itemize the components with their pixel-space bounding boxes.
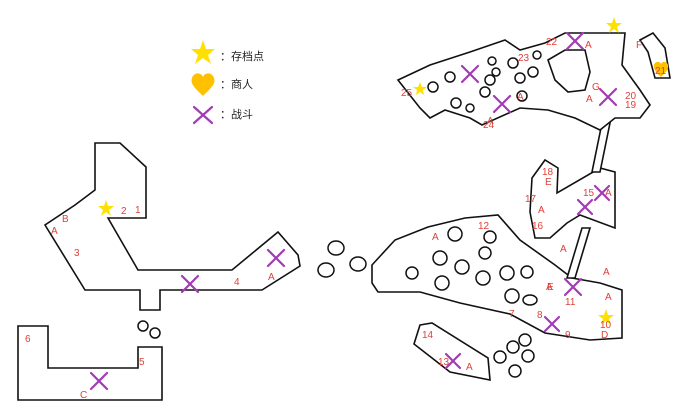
cross-icon[interactable] [576,198,594,216]
map-label: 5 [139,357,145,368]
map-label: 3 [74,248,80,259]
map-label: 11 [565,297,576,308]
door-label-a: A [268,272,275,283]
left-area-room [43,142,301,311]
map-label: 23 [518,53,530,64]
legend: ：存档点 ：商人 ：战斗 [191,40,264,125]
door-label-a: A [432,232,439,243]
cross-icon[interactable] [89,371,109,391]
cross-icon[interactable] [598,87,618,107]
door-label-a: A [605,188,612,199]
map-label: 20 [625,91,637,102]
cross-icon[interactable] [593,184,611,202]
heart-icon[interactable] [653,61,669,77]
legend-savepoint-label: ：存档点 [220,49,264,63]
savepoints [98,17,622,325]
cross-icon[interactable] [180,274,200,294]
door-label-a: A [487,116,494,127]
cross-icon[interactable] [565,31,585,51]
star-icon[interactable] [98,200,114,216]
room-14-strip [413,322,491,381]
door-label-a: A [585,40,592,51]
door-label-c: C [80,390,87,401]
map-label: 14 [422,330,434,341]
map-label: 16 [532,221,544,232]
legend-heart-icon [191,73,215,96]
door-label-a: A [603,267,610,278]
map-label: 18 [542,167,554,178]
door-label-a: A [605,292,612,303]
cross-icon[interactable] [266,248,286,268]
battle-marks [89,31,618,391]
cross-icon[interactable] [460,64,480,84]
map-label: 8 [537,310,543,321]
map-label: 15 [583,188,595,199]
map-label: 10 [600,320,612,331]
star-icon[interactable] [598,309,614,325]
vertical-room [529,158,616,239]
door-label-f: F [636,40,642,51]
door-label-d: D [601,330,608,341]
door-label-g: G [592,82,600,93]
map-label: 4 [234,277,240,288]
map-label: 7 [509,309,515,320]
cross-icon[interactable] [492,94,512,114]
star-icon[interactable] [413,82,427,95]
map-label: 6 [25,334,31,345]
map-labels: 1 2 3 4 5 6 7 8 9 10 11 12 13 14 15 16 1… [25,37,667,401]
map-label: 1 [135,205,141,216]
map-label: 17 [525,194,537,205]
legend-star-icon [191,40,215,64]
boulders [137,50,542,378]
door-label-b: B [62,214,69,225]
bottom-left-room [17,325,163,401]
door-label-e: E [545,177,552,188]
shaft-upper [591,122,611,173]
map-label: 12 [478,221,490,232]
door-label-a: A [586,94,593,105]
door-label-a: A [466,362,473,373]
cross-icon[interactable] [563,277,583,297]
map-label: 2 [121,206,127,217]
legend-battle-label: ：战斗 [220,108,253,121]
door-label-a: A [560,244,567,255]
shaft-lower [565,227,592,279]
cross-icon[interactable] [444,352,462,370]
door-label-a: A [517,92,524,103]
map-label: 13 [438,357,450,368]
top-right-pillar [547,49,591,93]
door-label-a: A [546,282,553,293]
cross-icon[interactable] [543,315,561,333]
map-label: 19 [625,100,637,111]
door-label-a: A [51,226,58,237]
star-icon[interactable] [606,17,622,33]
legend-cross-icon [192,105,214,125]
map-label: 25 [401,88,413,99]
legend-merchant-label: ：商人 [220,77,253,91]
door-label-e: E [547,282,554,293]
map-label: 22 [546,37,558,48]
door-label-a: A [538,205,545,216]
center-cave [371,214,623,341]
map-label: 24 [483,120,495,131]
map-label: 21 [655,66,667,77]
map-label: 9 [565,330,571,341]
